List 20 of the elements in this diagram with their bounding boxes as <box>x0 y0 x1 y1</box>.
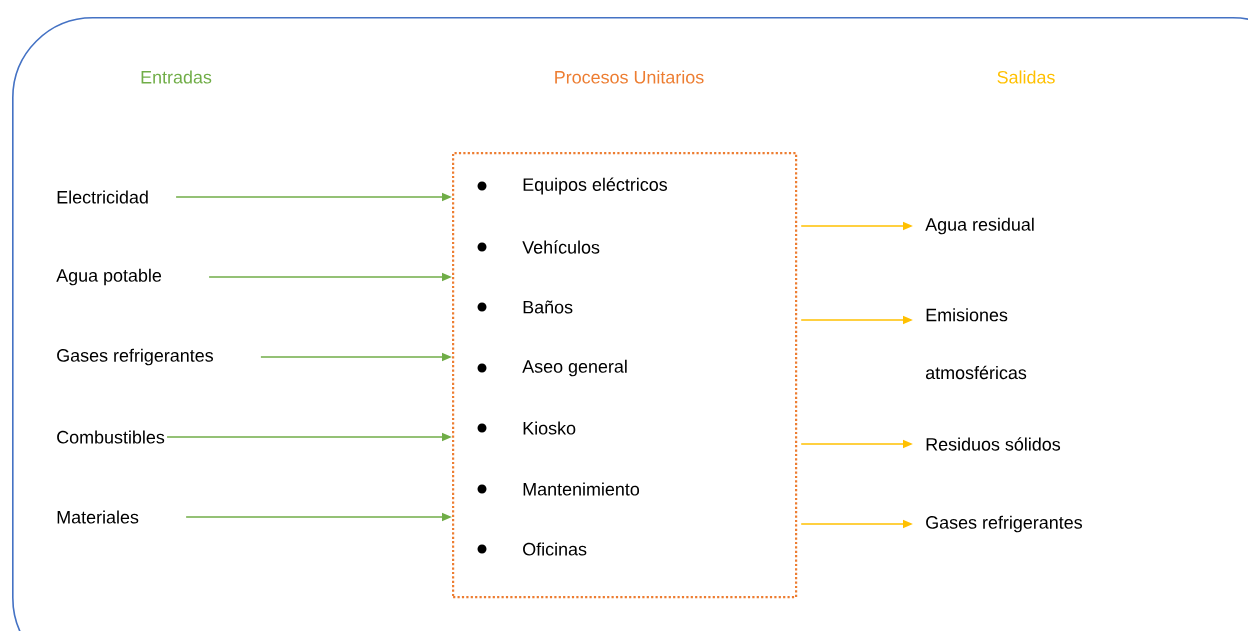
input-label: Combustibles <box>57 430 165 444</box>
column-heading: Salidas <box>997 70 1055 84</box>
column-heading: Procesos Unitarios <box>555 70 704 84</box>
input-label: Agua potable <box>56 268 162 286</box>
input-label: Materiales <box>57 510 139 524</box>
list-item: Baños <box>523 300 573 314</box>
output-label: Agua residual <box>925 217 1034 235</box>
list-item: Vehículos <box>522 240 600 254</box>
output-label: Gases refrigerantes <box>926 515 1082 533</box>
output-label: Residuos sólidos <box>926 437 1061 451</box>
rounded-frame <box>12 17 1248 631</box>
list-item: Equipos eléctricos <box>523 177 668 195</box>
output-label: Emisiones atmosféricas <box>925 308 1027 380</box>
input-label: Gases refrigerantes <box>57 348 213 366</box>
list-item: Mantenimiento <box>523 482 640 496</box>
list-item: Oficinas <box>523 542 587 556</box>
list-item: Aseo general <box>522 359 627 377</box>
column-heading: Entradas <box>141 70 212 84</box>
list-item: Kiosko <box>523 421 576 435</box>
input-label: Electricidad <box>57 190 148 204</box>
